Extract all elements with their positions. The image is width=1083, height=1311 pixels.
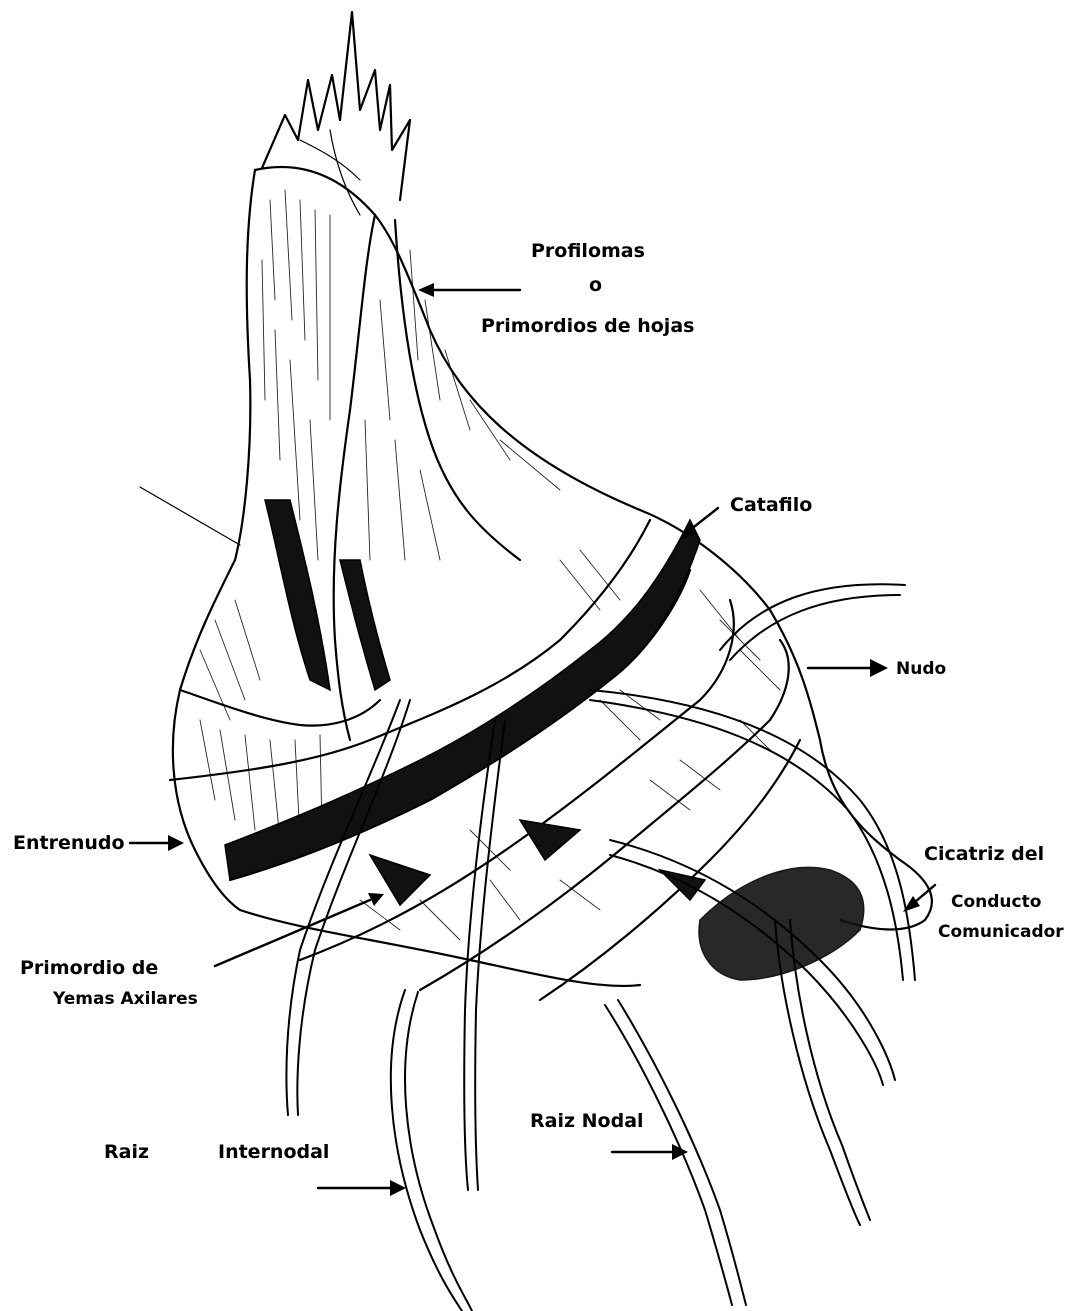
pointer-catafilo [680,508,718,540]
label-primordio-de: Primordio de [20,957,158,979]
label-profilomas: Profilomas [531,240,645,262]
label-comunicador: Comunicador [938,922,1064,942]
label-cicatriz: Cicatriz del [924,843,1044,865]
label-conducto: Conducto [951,892,1041,912]
label-yemas-axilares: Yemas Axilares [52,989,198,1009]
label-entrenudo: Entrenudo [13,832,125,854]
pointer-raiz-nodal [612,1144,688,1160]
label-o: o [589,274,602,296]
label-raiz: Raiz [104,1141,149,1163]
label-raiz-nodal: Raiz Nodal [530,1110,644,1132]
pointer-left-leader [140,487,240,545]
pointer-entrenudo [130,835,184,851]
pointer-nudo [808,659,888,677]
pointer-raiz-internodal [318,1180,406,1196]
pointer-profilomas [418,283,520,297]
label-internodal: Internodal [218,1141,329,1163]
label-catafilo: Catafilo [730,494,812,516]
label-primordios-hojas: Primordios de hojas [481,315,694,337]
label-nudo: Nudo [896,659,946,679]
